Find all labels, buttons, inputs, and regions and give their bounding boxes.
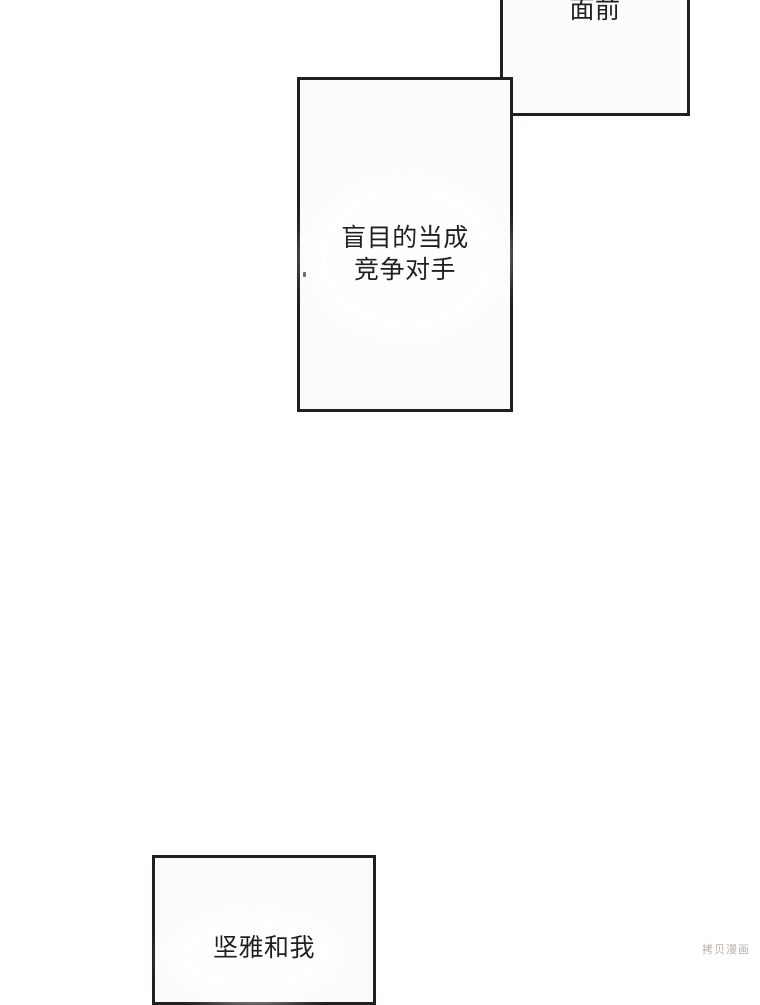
comic-panel-bottom: [152, 855, 376, 1005]
comic-panel-top-right: [500, 0, 690, 116]
panel-bottom-text: 坚雅和我: [212, 934, 315, 962]
panel-top-right-text: 面前: [569, 0, 621, 24]
speech-tail-dot-icon: [303, 272, 306, 277]
panel-center-text: 盲目的当成 竞争对手: [341, 224, 469, 284]
watermark: 拷贝漫画: [702, 944, 750, 956]
